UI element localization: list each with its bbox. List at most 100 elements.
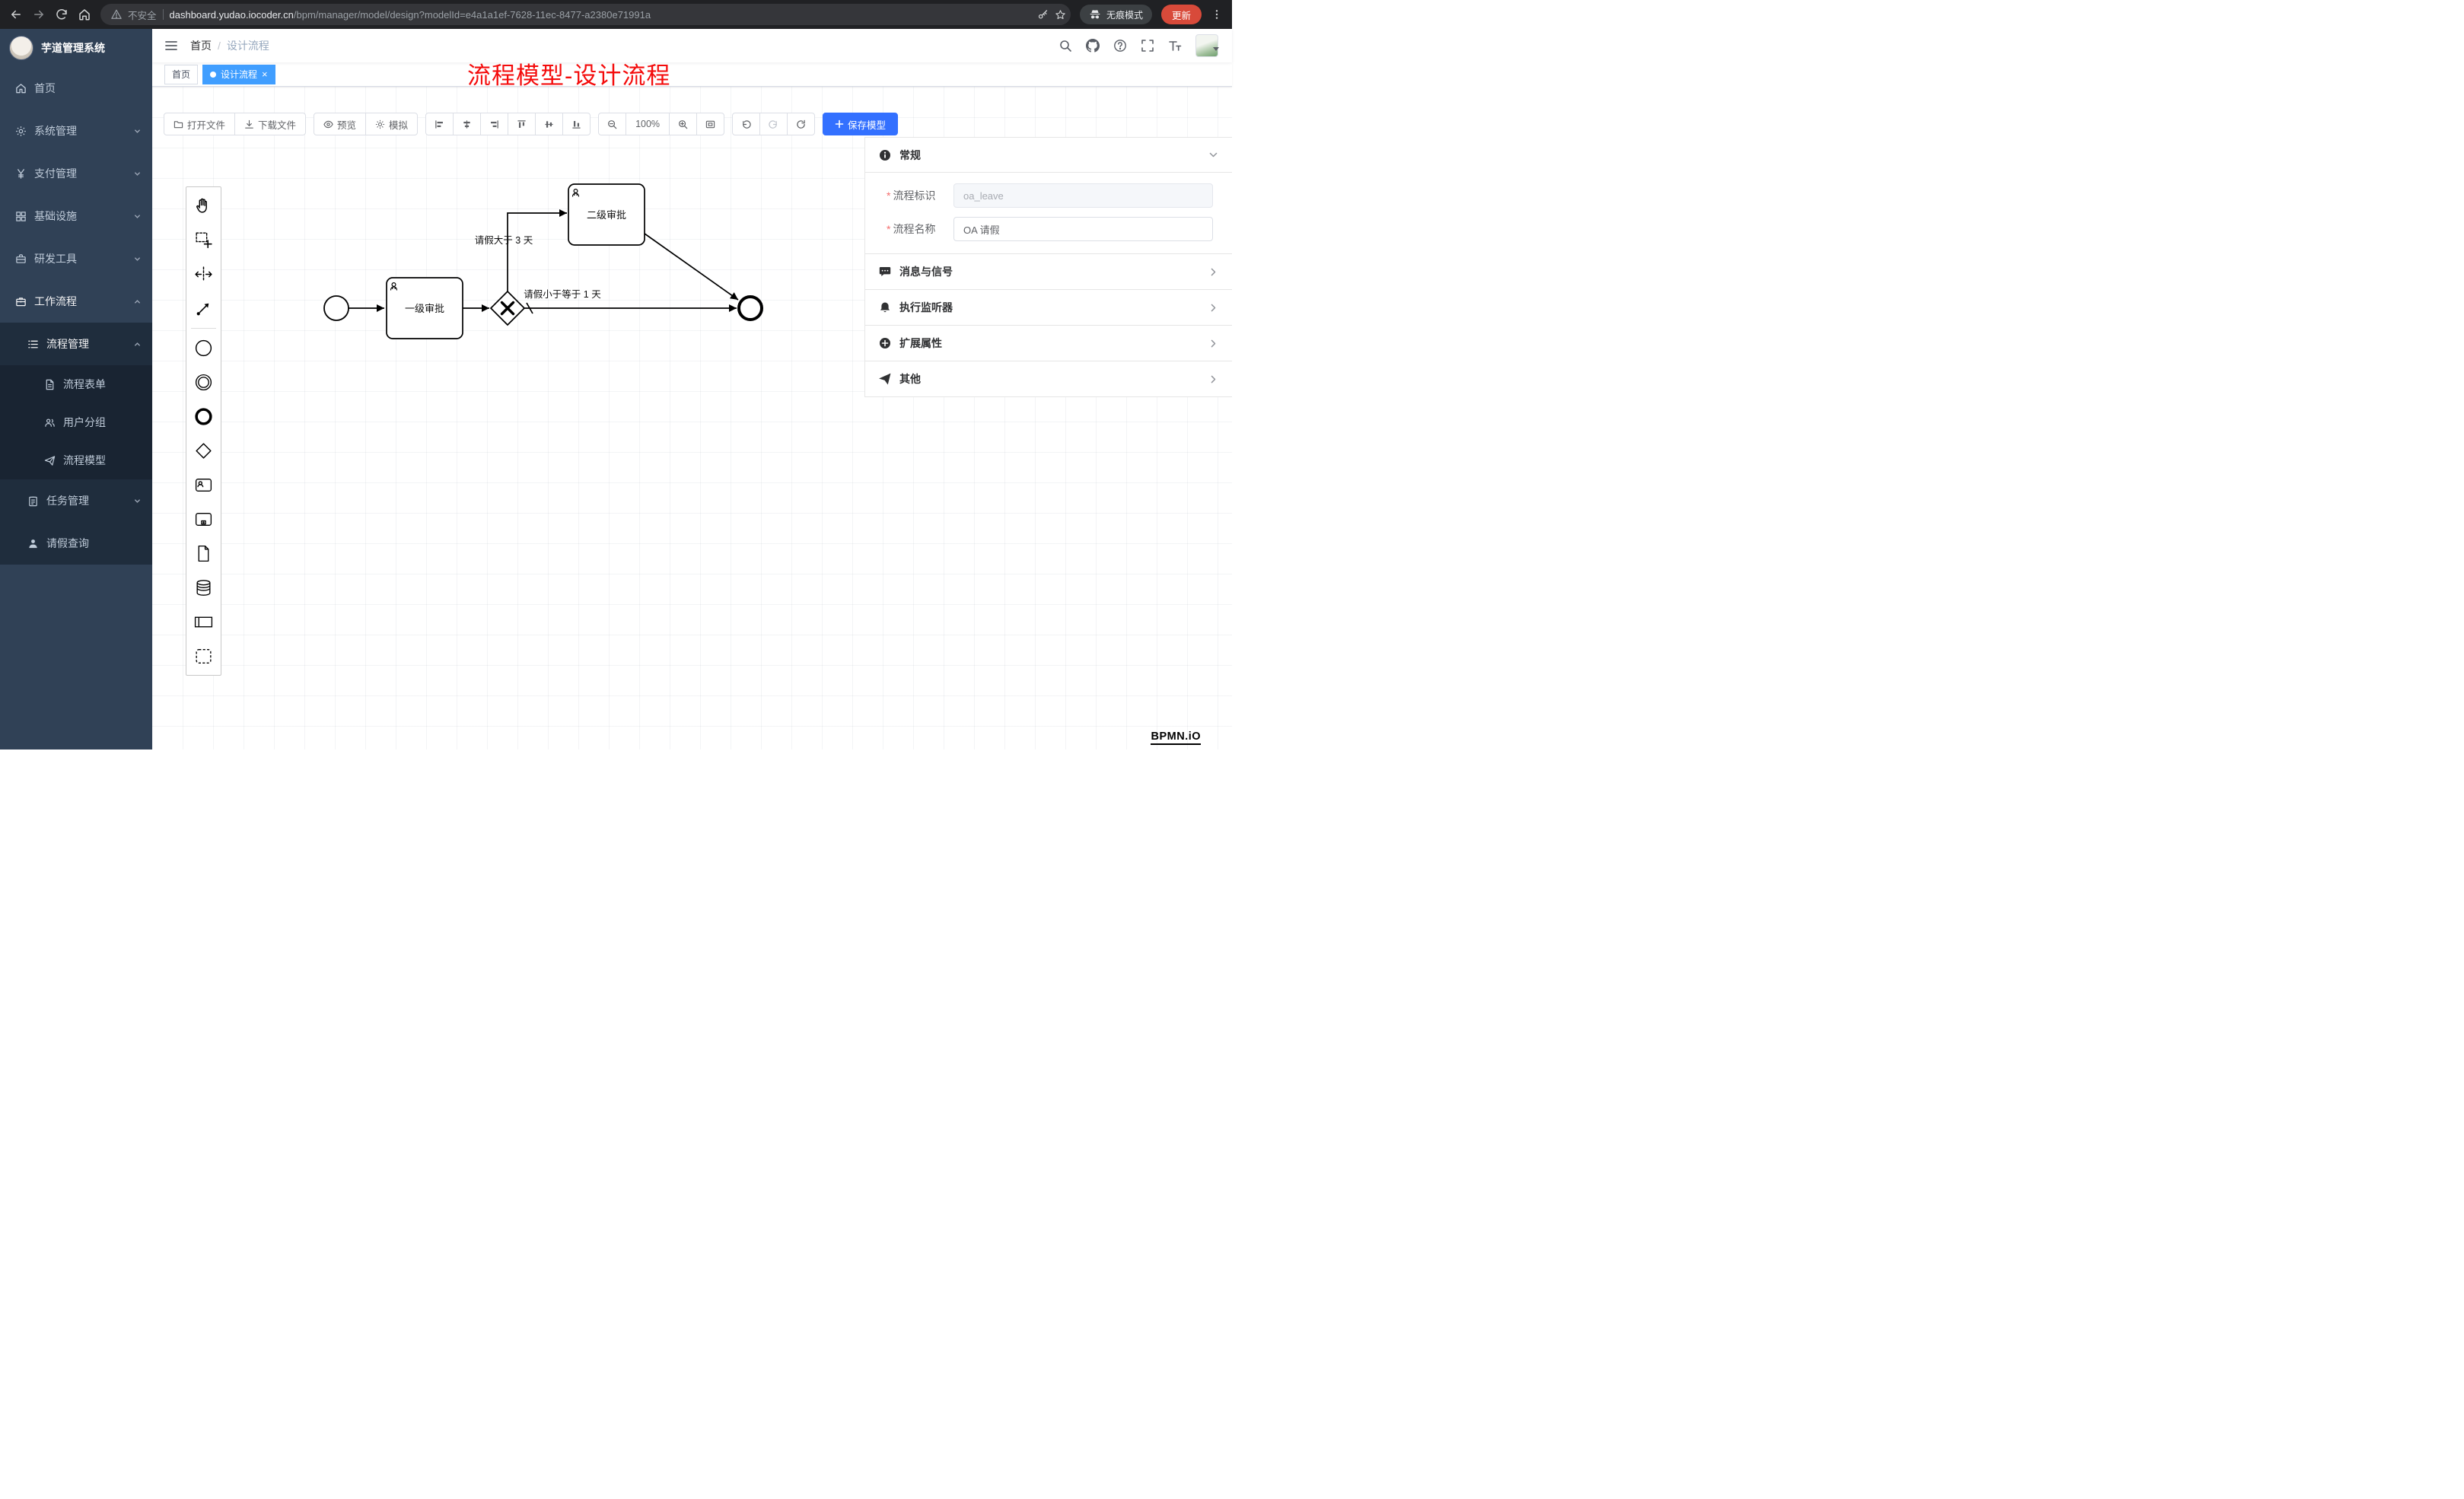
sidebar-item-devtools[interactable]: 研发工具 — [0, 237, 152, 280]
zoom-out-button[interactable] — [598, 113, 627, 135]
start-event[interactable] — [323, 295, 349, 321]
section-header-messages[interactable]: 消息与信号 — [865, 254, 1232, 289]
list-icon — [28, 340, 38, 348]
font-size-icon[interactable] — [1168, 39, 1182, 53]
section-header-general[interactable]: 常规 — [865, 138, 1232, 173]
process-name-input[interactable] — [953, 217, 1213, 241]
create-group[interactable] — [186, 639, 221, 673]
caret-down-icon — [1213, 47, 1219, 51]
browser-menu-icon[interactable] — [1211, 8, 1223, 21]
global-connect-tool[interactable] — [186, 291, 221, 326]
forward-icon[interactable] — [32, 8, 46, 21]
align-left-button[interactable] — [425, 113, 454, 135]
create-exclusive-gateway[interactable] — [186, 434, 221, 468]
yen-icon — [18, 168, 24, 179]
sidebar-item-workflow[interactable]: 工作流程 — [0, 280, 152, 323]
sidebar-item-user-group[interactable]: 用户分组 — [0, 403, 152, 441]
chevron-right-icon — [1211, 339, 1216, 347]
flow-label-le1[interactable]: 请假小于等于 1 天 — [524, 288, 601, 300]
flow-label-gt3[interactable]: 请假大于 3 天 — [475, 235, 533, 246]
chevron-right-icon — [1211, 304, 1216, 311]
user-task-level1[interactable]: 一级审批 — [386, 277, 463, 339]
tag-close-icon[interactable]: × — [262, 68, 268, 80]
sidebar-item-infra[interactable]: 基础设施 — [0, 195, 152, 237]
github-icon[interactable] — [1086, 39, 1100, 53]
active-tag-dot — [210, 71, 217, 78]
section-header-others[interactable]: 其他 — [865, 361, 1232, 396]
sidebar-item-process-model[interactable]: 流程模型 — [0, 441, 152, 479]
key-icon[interactable] — [1037, 9, 1049, 21]
url-text[interactable]: dashboard.yudao.iocoder.cn/bpm/manager/m… — [169, 8, 651, 21]
bpmn-diagram: 请假大于 3 天 请假小于等于 1 天 一级审批 — [323, 183, 763, 339]
back-icon[interactable] — [9, 8, 23, 21]
eye-icon — [323, 120, 333, 128]
end-event[interactable] — [737, 295, 763, 321]
breadcrumb-home[interactable]: 首页 — [190, 40, 212, 52]
bpmn-io-logo[interactable]: BPMN.iO — [1151, 730, 1201, 745]
sidebar-item-leave-query[interactable]: 请假查询 — [0, 522, 152, 565]
restart-button[interactable] — [787, 113, 816, 135]
save-model-button[interactable]: 保存模型 — [823, 113, 899, 135]
open-file-button[interactable]: 打开文件 — [164, 113, 236, 135]
user-task-level2[interactable]: 二级审批 — [568, 183, 645, 246]
tags-view: 首页 设计流程 × — [152, 62, 1232, 87]
users-icon — [45, 418, 55, 427]
sidebar-item-payment[interactable]: 支付管理 — [0, 152, 152, 195]
process-key-row: *流程标识 — [865, 183, 1232, 208]
reload-icon[interactable] — [55, 8, 68, 21]
preview-button[interactable]: 预览 — [314, 113, 367, 135]
space-tool[interactable] — [186, 257, 221, 291]
task2-label: 二级审批 — [587, 209, 626, 221]
flow-task2-to-end[interactable] — [644, 233, 739, 301]
exclusive-gateway[interactable] — [489, 290, 526, 326]
align-center-icon — [463, 119, 470, 129]
align-bottom-button[interactable] — [562, 113, 591, 135]
redo-button[interactable] — [759, 113, 788, 135]
zoom-in-button[interactable] — [669, 113, 698, 135]
sidebar-item-process-management[interactable]: 流程管理 — [0, 323, 152, 365]
simulate-button[interactable]: 模拟 — [365, 113, 419, 135]
align-top-button[interactable] — [508, 113, 536, 135]
sidebar-item-system[interactable]: 系统管理 — [0, 110, 152, 152]
sidebar-item-process-form[interactable]: 流程表单 — [0, 365, 152, 403]
sidebar-item-task-management[interactable]: 任务管理 — [0, 479, 152, 522]
create-participant[interactable] — [186, 605, 221, 639]
align-center-button[interactable] — [453, 113, 482, 135]
avatar[interactable] — [1195, 34, 1218, 57]
hamburger-icon[interactable] — [164, 39, 178, 53]
app-logo[interactable]: 芋道管理系统 — [0, 29, 152, 67]
process-key-input[interactable] — [953, 183, 1213, 208]
security-label[interactable]: 不安全 — [128, 10, 157, 21]
address-bar[interactable]: 不安全 dashboard.yudao.iocoder.cn/bpm/manag… — [100, 4, 1071, 25]
question-icon[interactable] — [1113, 39, 1127, 53]
create-user-task[interactable] — [186, 468, 221, 502]
download-file-button[interactable]: 下载文件 — [234, 113, 307, 135]
tag-home[interactable]: 首页 — [164, 64, 199, 84]
bookmark-star-icon[interactable] — [1055, 9, 1066, 21]
create-data-object[interactable] — [186, 536, 221, 571]
hand-tool[interactable] — [186, 189, 221, 223]
fullscreen-icon[interactable] — [1141, 39, 1154, 53]
create-data-store[interactable] — [186, 571, 221, 605]
tag-design-process[interactable]: 设计流程 × — [202, 64, 275, 84]
undo-button[interactable] — [732, 113, 761, 135]
update-button[interactable]: 更新 — [1160, 5, 1202, 24]
designer-canvas[interactable]: 请假大于 3 天 请假小于等于 1 天 一级审批 — [152, 87, 1232, 750]
section-header-ext-attrs[interactable]: 扩展属性 — [865, 326, 1232, 361]
zoom-reset-button[interactable] — [696, 113, 725, 135]
user-menu[interactable] — [1195, 34, 1220, 57]
required-mark: * — [887, 189, 891, 202]
create-intermediate-event[interactable] — [186, 365, 221, 399]
section-header-listeners[interactable]: 执行监听器 — [865, 290, 1232, 325]
align-right-button[interactable] — [480, 113, 509, 135]
flow-gateway-to-task2[interactable] — [507, 209, 567, 291]
align-middle-button[interactable] — [535, 113, 564, 135]
home-icon[interactable] — [78, 8, 91, 21]
search-icon[interactable] — [1059, 39, 1072, 53]
create-start-event[interactable] — [186, 331, 221, 365]
lasso-tool[interactable] — [186, 223, 221, 257]
designer-toolbar: 打开文件 下载文件 预览 模拟 — [164, 113, 899, 135]
create-end-event[interactable] — [186, 399, 221, 434]
create-subprocess[interactable] — [186, 502, 221, 536]
sidebar-item-home[interactable]: 首页 — [0, 67, 152, 110]
